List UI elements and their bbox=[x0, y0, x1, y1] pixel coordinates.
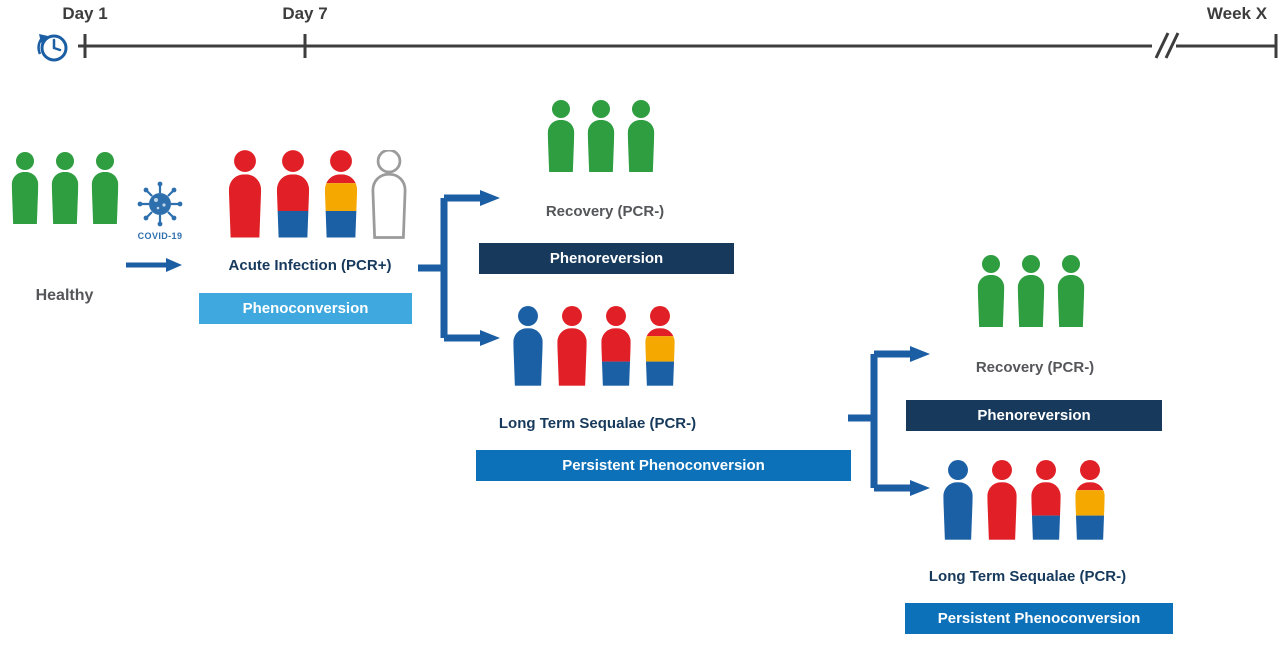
person-icon-red_yellow_blue bbox=[645, 306, 675, 386]
timeline-break-icon bbox=[1154, 32, 1180, 59]
virus-icon bbox=[137, 181, 183, 227]
person-icon-red bbox=[987, 460, 1017, 540]
person-icon-green bbox=[1057, 255, 1085, 328]
healthy-people-group bbox=[6, 152, 124, 226]
recovery2-label: Recovery (PCR-) bbox=[975, 359, 1095, 376]
person-icon-white_outline bbox=[371, 150, 407, 239]
recovery1-label: Recovery (PCR-) bbox=[545, 203, 665, 220]
person-icon-red_blue bbox=[1031, 460, 1061, 540]
person-icon-green bbox=[627, 100, 655, 173]
persistent-phenoconversion1-badge: Persistent Phenoconversion bbox=[476, 450, 851, 481]
acute-people-group bbox=[222, 150, 412, 240]
timeline-label-weekx: Week X bbox=[1206, 4, 1268, 23]
person-icon-green bbox=[547, 100, 575, 173]
lts1-people-group bbox=[507, 306, 681, 388]
timeline-axis bbox=[78, 32, 1278, 59]
phenoreversion2-badge: Phenoreversion bbox=[906, 400, 1162, 431]
person-icon-green bbox=[11, 152, 39, 225]
branch-connector-1 bbox=[418, 190, 500, 346]
person-icon-red_blue bbox=[601, 306, 631, 386]
person-icon-red bbox=[557, 306, 587, 386]
person-icon-blue bbox=[943, 460, 973, 540]
recovery2-people-group bbox=[972, 255, 1090, 329]
phenoconversion-badge: Phenoconversion bbox=[199, 293, 412, 324]
lts2-label: Long Term Sequalae (PCR-) bbox=[928, 568, 1127, 585]
lts1-label: Long Term Sequalae (PCR-) bbox=[498, 415, 697, 432]
persistent-phenoconversion2-badge: Persistent Phenoconversion bbox=[905, 603, 1173, 634]
recovery1-people-group bbox=[542, 100, 660, 174]
person-icon-red bbox=[228, 150, 262, 238]
branch-connector-2 bbox=[848, 346, 930, 496]
timeline-label-day1: Day 1 bbox=[62, 4, 108, 23]
healthy-label: Healthy bbox=[35, 287, 94, 304]
person-icon-red_yellow_blue bbox=[324, 150, 358, 238]
person-icon-green bbox=[1017, 255, 1045, 328]
timeline-label-day7: Day 7 bbox=[282, 4, 328, 23]
person-icon-green bbox=[587, 100, 615, 173]
person-icon-red_blue bbox=[276, 150, 310, 238]
person-icon-green bbox=[977, 255, 1005, 328]
infection-arrow-icon bbox=[126, 258, 182, 272]
phenoreversion1-badge: Phenoreversion bbox=[479, 243, 734, 274]
covid-label: COVID-19 bbox=[137, 231, 183, 241]
person-icon-red_yellow_blue bbox=[1075, 460, 1105, 540]
person-icon-green bbox=[51, 152, 79, 225]
person-icon-blue bbox=[513, 306, 543, 386]
person-icon-green bbox=[91, 152, 119, 225]
lts2-people-group bbox=[937, 460, 1111, 542]
clock-icon bbox=[37, 34, 68, 62]
acute-label: Acute Infection (PCR+) bbox=[228, 257, 392, 274]
